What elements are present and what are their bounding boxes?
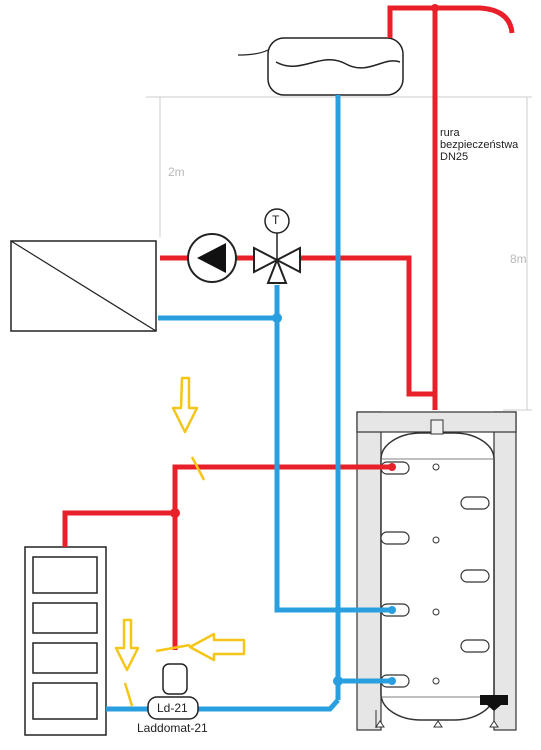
pipe-label-line-3: DN25: [440, 151, 469, 163]
tank-top-connector: [430, 419, 444, 435]
tank-feet: [375, 720, 499, 728]
height-label-2m: 2m: [168, 165, 185, 179]
laddomat-label: Ld-21: [157, 701, 188, 715]
height-label-8m: 8m: [510, 252, 527, 266]
three-way-valve: [253, 208, 301, 284]
laddomat-unit: [147, 663, 199, 720]
tank-insulation-right: [493, 411, 517, 731]
circulation-pump: [187, 233, 237, 283]
pipe-label: rura bezpieczeństwa DN25: [440, 127, 518, 163]
cold-pipes: [106, 95, 392, 712]
laddomat-caption: Laddomat-21: [137, 721, 208, 735]
expansion-vessel: [237, 37, 404, 96]
tank-drain-valve: [480, 695, 508, 711]
pipe-label-line-2: bezpieczeństwa: [440, 139, 519, 151]
heat-exchanger: [10, 240, 157, 332]
flow-arrows: [114, 376, 246, 707]
boiler: [24, 546, 107, 736]
pipe-label-line-1: rura: [440, 127, 460, 139]
thermometer-label: T: [272, 213, 280, 227]
sensor-sockets: [432, 463, 440, 685]
thermometer-icon: [264, 208, 290, 234]
